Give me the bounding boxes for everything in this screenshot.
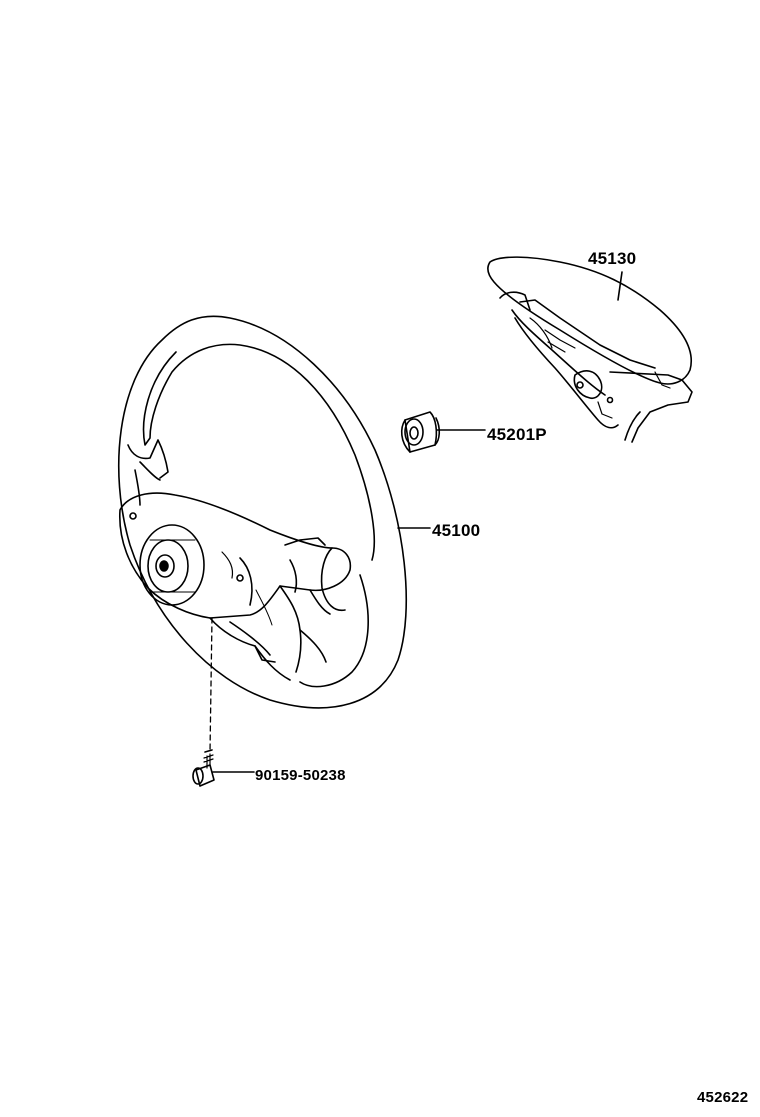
part-label-90159-50238: 90159-50238 (255, 767, 346, 784)
nut-45201p (400, 411, 441, 453)
part-label-45130: 45130 (588, 249, 637, 268)
figure-id: 452622 (697, 1089, 749, 1106)
screw-90159-50238 (192, 749, 215, 787)
airbag-pad-45130 (487, 256, 693, 443)
part-label-45201p: 45201P (487, 425, 547, 444)
steering-wheel-45100 (118, 315, 408, 709)
part-label-45100: 45100 (432, 521, 481, 540)
leader-45130 (617, 271, 623, 301)
install-dashed-line (209, 617, 213, 753)
